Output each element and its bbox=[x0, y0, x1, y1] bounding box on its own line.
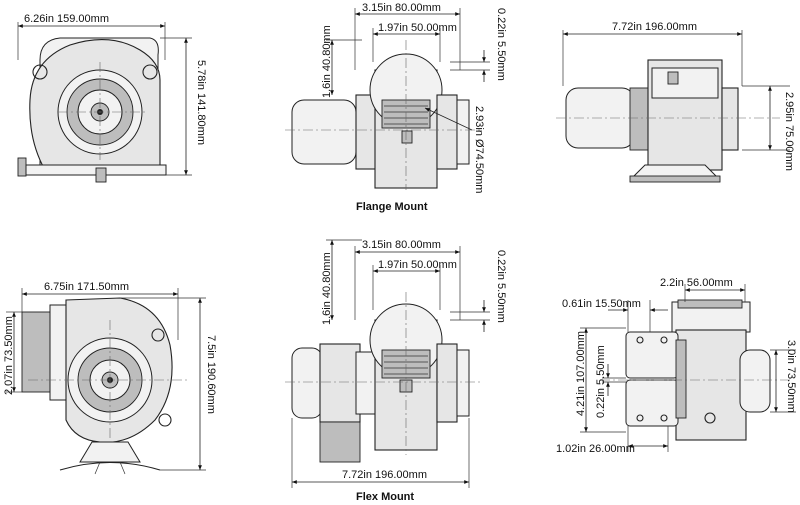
top-right-height-dimension: 2.95in 75.00mm bbox=[742, 85, 795, 171]
view-top-right: 7.72in 196.00mm 2.95in 75.00mm bbox=[556, 21, 795, 183]
bottom-right-left-height-dimension: 4.21in 107.00mm bbox=[575, 327, 626, 433]
flange-top-outer-dimension: 3.15in 80.00mm bbox=[354, 2, 461, 70]
bottom-right-left-inner-label: 0.22in 5.50mm bbox=[595, 345, 607, 418]
flange-top-inner-label: 1.97in 50.00mm bbox=[378, 22, 457, 34]
flange-body bbox=[291, 53, 470, 189]
flex-top-inner-label: 1.97in 50.00mm bbox=[378, 259, 457, 271]
top-right-height-label: 2.95in 75.00mm bbox=[783, 92, 795, 171]
top-left-width-label: 6.26in 159.00mm bbox=[24, 13, 109, 25]
bottom-right-right-height-label: 3.0in 73.50mm bbox=[785, 340, 797, 413]
bottom-right-left-top-label: 0.61in 15.50mm bbox=[562, 298, 641, 310]
view-bottom-left-blower: 6.75in 171.50mm 2.07in 73.50mm 7.5in 190… bbox=[3, 281, 217, 475]
view-top-left-blower: 6.26in 159.00mm 5.78in 141.80mm bbox=[17, 13, 207, 183]
bottom-left-left-height-dimension: 2.07in 73.50mm bbox=[3, 311, 22, 395]
flex-left-vertical-dimension: 1.6in 40.80mm bbox=[321, 239, 362, 325]
flex-top-outer-label: 3.15in 80.00mm bbox=[362, 239, 441, 251]
flange-right-vertical-label: 0.22in 5.50mm bbox=[495, 8, 507, 81]
flange-diameter-dimension: 2.93in Ø74.50mm bbox=[424, 106, 485, 193]
bottom-left-width-dimension: 6.75in 171.50mm bbox=[21, 281, 179, 340]
flex-bottom-dimension: 7.72in 196.00mm bbox=[291, 418, 470, 488]
flex-top-outer-dimension: 3.15in 80.00mm bbox=[354, 239, 461, 320]
flange-diameter-label: 2.93in Ø74.50mm bbox=[473, 106, 485, 193]
bottom-right-bottom-dimension: 1.02in 26.00mm bbox=[556, 426, 669, 455]
top-right-width-label: 7.72in 196.00mm bbox=[612, 21, 697, 33]
bottom-right-left-inner-dimension: 0.22in 5.50mm bbox=[595, 345, 626, 418]
bottom-right-body bbox=[625, 299, 771, 441]
flex-bottom-label: 7.72in 196.00mm bbox=[342, 469, 427, 481]
view-flex-mount: 3.15in 80.00mm 1.97in 50.00mm 1.6in 40.8… bbox=[285, 239, 507, 503]
view-flange-mount: 3.15in 80.00mm 1.97in 50.00mm 1.6in 40.8… bbox=[285, 2, 507, 213]
top-right-width-dimension: 7.72in 196.00mm bbox=[562, 21, 743, 86]
top-right-body bbox=[565, 59, 739, 183]
top-left-height-dimension: 5.78in 141.80mm bbox=[160, 37, 207, 176]
flex-right-vertical-label: 0.22in 5.50mm bbox=[495, 250, 507, 323]
flange-top-outer-label: 3.15in 80.00mm bbox=[362, 2, 441, 14]
flex-left-vertical-label: 1.6in 40.80mm bbox=[321, 252, 333, 325]
bottom-right-bottom-label: 1.02in 26.00mm bbox=[556, 443, 635, 455]
flange-left-vertical-dimension: 1.6in 40.80mm bbox=[321, 25, 362, 98]
bottom-right-left-top-dimension: 0.61in 15.50mm bbox=[562, 298, 668, 332]
bottom-right-right-height-dimension: 3.0in 73.50mm bbox=[770, 340, 797, 413]
bottom-right-left-height-label: 4.21in 107.00mm bbox=[575, 331, 587, 416]
flex-mount-caption: Flex Mount bbox=[356, 491, 414, 503]
bottom-left-right-height-label: 7.5in 190.60mm bbox=[205, 335, 217, 414]
bottom-left-stand bbox=[59, 441, 161, 475]
bottom-right-top-label: 2.2in 56.00mm bbox=[660, 277, 733, 289]
top-left-width-dimension: 6.26in 159.00mm bbox=[17, 13, 166, 60]
flange-left-vertical-label: 1.6in 40.80mm bbox=[321, 25, 333, 98]
flange-right-vertical-dimension: 0.22in 5.50mm bbox=[450, 8, 507, 82]
flex-top-inner-dimension: 1.97in 50.00mm bbox=[372, 259, 457, 310]
flange-top-inner-dimension: 1.97in 50.00mm bbox=[372, 22, 457, 62]
bottom-left-right-height-dimension: 7.5in 190.60mm bbox=[120, 297, 217, 471]
view-bottom-right: 2.2in 56.00mm 0.61in 15.50mm 4.21in 107.… bbox=[556, 277, 797, 455]
bottom-right-top-dimension: 2.2in 56.00mm bbox=[660, 277, 746, 302]
bottom-left-width-label: 6.75in 171.50mm bbox=[44, 281, 129, 293]
flex-body bbox=[291, 303, 470, 463]
top-left-height-label: 5.78in 141.80mm bbox=[195, 60, 207, 145]
bottom-left-left-height-label: 2.07in 73.50mm bbox=[3, 316, 15, 395]
flex-right-vertical-dimension: 0.22in 5.50mm bbox=[450, 250, 507, 332]
flange-mount-caption: Flange Mount bbox=[356, 201, 428, 213]
